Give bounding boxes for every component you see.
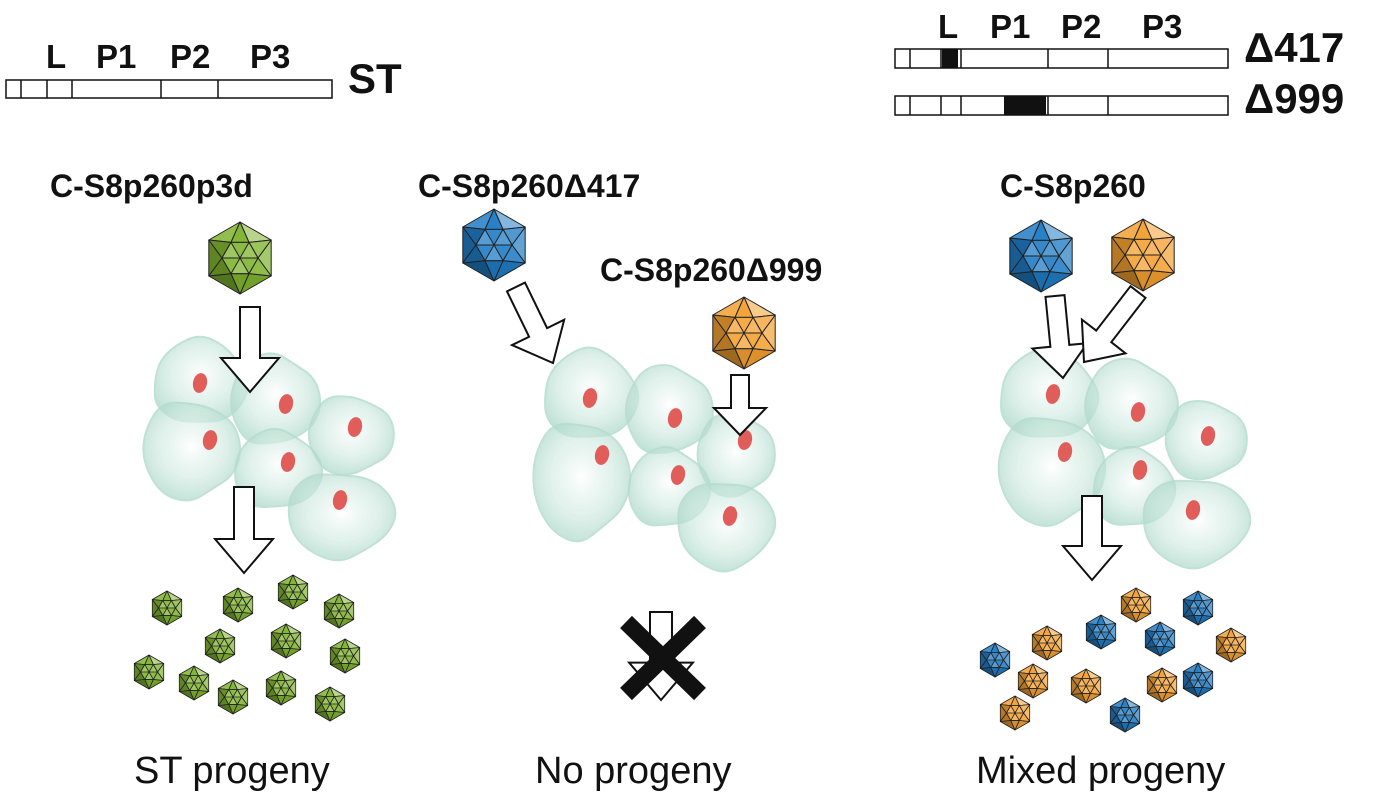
panel-2-caption: No progeny xyxy=(535,750,732,792)
cell-p2-1 xyxy=(544,346,640,438)
cell-p3-6 xyxy=(1142,479,1252,570)
cell-p3-1 xyxy=(1000,346,1100,438)
st-genome-bar xyxy=(5,79,333,99)
panel-3-virus-label: C-S8p260 xyxy=(1000,168,1146,204)
deletion-417-genome-bar xyxy=(894,48,1229,69)
cell-p2-2 xyxy=(624,364,714,455)
panel-3-caption: Mixed progeny xyxy=(976,750,1226,792)
cell-p3-2 xyxy=(1084,357,1179,450)
nucleus xyxy=(737,430,753,450)
cell-p1-3 xyxy=(142,401,241,502)
cell-p2-3 xyxy=(532,422,632,543)
nucleus xyxy=(192,373,208,393)
nucleus xyxy=(1200,426,1216,446)
progeny-st-2 xyxy=(222,587,254,623)
progeny-st-11 xyxy=(265,670,297,706)
progeny-mixed-4 xyxy=(1085,614,1117,650)
virus-p3-d417 xyxy=(1009,219,1073,293)
nucleus xyxy=(1185,500,1201,520)
panel-2-virus-label: C-S8p260Δ417 xyxy=(418,168,641,204)
progeny-st-1 xyxy=(151,590,183,626)
progeny-mixed-9 xyxy=(1017,663,1049,699)
nucleus xyxy=(1132,460,1148,480)
panel-2-virus-label-2: C-S8p260Δ999 xyxy=(600,252,823,288)
progeny-mixed-2 xyxy=(1182,590,1214,626)
nucleus xyxy=(1045,384,1061,404)
progeny-mixed-12 xyxy=(999,695,1031,731)
nucleus xyxy=(347,417,363,437)
virus-p3-d999 xyxy=(1111,218,1175,292)
panel-1-virus-label: C-S8p260p3d xyxy=(50,168,253,204)
segment-label-p1: P1 xyxy=(96,38,137,75)
deletion-999-genome-bar xyxy=(894,95,1229,116)
progeny-mixed-3 xyxy=(1031,625,1063,661)
arrow-p2-d999-infect xyxy=(711,374,769,437)
deletion-999-label: Δ999 xyxy=(1244,75,1345,122)
arrow-p3-release xyxy=(1060,495,1124,582)
progeny-mixed-8 xyxy=(1070,668,1102,704)
progeny-st-8 xyxy=(133,654,165,690)
deletion-segment-label-l: L xyxy=(938,8,959,45)
deletion-segment-label-p3: P3 xyxy=(1142,8,1183,45)
arrow-p2-d417-infect xyxy=(505,281,566,365)
progeny-st-10 xyxy=(217,679,249,715)
nucleus xyxy=(594,445,610,465)
st-genome-label: ST xyxy=(348,55,402,102)
arrow-p1-infect xyxy=(218,306,282,394)
segment-label-p2: P2 xyxy=(170,38,211,75)
progeny-mixed-5 xyxy=(1144,621,1176,657)
deletion-417-label: Δ417 xyxy=(1244,24,1345,71)
nucleus xyxy=(670,465,686,485)
progeny-st-5 xyxy=(204,628,236,664)
progeny-mixed-1 xyxy=(1120,587,1152,623)
panel-1-caption: ST progeny xyxy=(134,750,330,792)
virus-d417 xyxy=(462,208,526,282)
deletion-segment-label-p2: P2 xyxy=(1061,8,1102,45)
nucleus xyxy=(278,394,294,414)
progeny-mixed-11 xyxy=(1182,662,1214,698)
cell-p3-3 xyxy=(997,417,1107,527)
progeny-st-6 xyxy=(270,623,302,659)
cell-p1-5 xyxy=(307,395,395,476)
nucleus xyxy=(722,506,738,526)
nucleus xyxy=(1057,442,1073,462)
cell-p3-5 xyxy=(1164,400,1248,481)
progeny-st-9 xyxy=(178,665,210,701)
progeny-st-7 xyxy=(329,638,361,674)
progeny-mixed-10 xyxy=(1146,667,1178,703)
virus-st xyxy=(208,221,272,295)
segment-label-l: L xyxy=(46,38,67,75)
nucleus xyxy=(332,490,348,510)
progeny-mixed-13 xyxy=(1109,697,1141,733)
virus-d999 xyxy=(712,296,776,370)
nucleus xyxy=(667,408,683,428)
nucleus xyxy=(202,430,218,450)
cell-p1-6 xyxy=(287,473,397,562)
progeny-mixed-7 xyxy=(979,642,1011,678)
progeny-mixed-6 xyxy=(1215,627,1247,663)
cross-mark-icon xyxy=(620,615,706,701)
arrow-p3-d417-infect xyxy=(1030,294,1090,380)
arrow-p1-release xyxy=(212,486,276,575)
nucleus xyxy=(280,452,296,472)
cell-p2-6 xyxy=(677,482,777,573)
nucleus xyxy=(1130,402,1146,422)
arrow-p3-d999-infect xyxy=(1080,284,1147,364)
nucleus xyxy=(582,388,598,408)
progeny-st-4 xyxy=(323,593,355,629)
progeny-st-3 xyxy=(277,574,309,610)
deletion-segment-label-p1: P1 xyxy=(990,8,1031,45)
progeny-st-12 xyxy=(314,686,346,722)
segment-label-p3: P3 xyxy=(250,38,291,75)
